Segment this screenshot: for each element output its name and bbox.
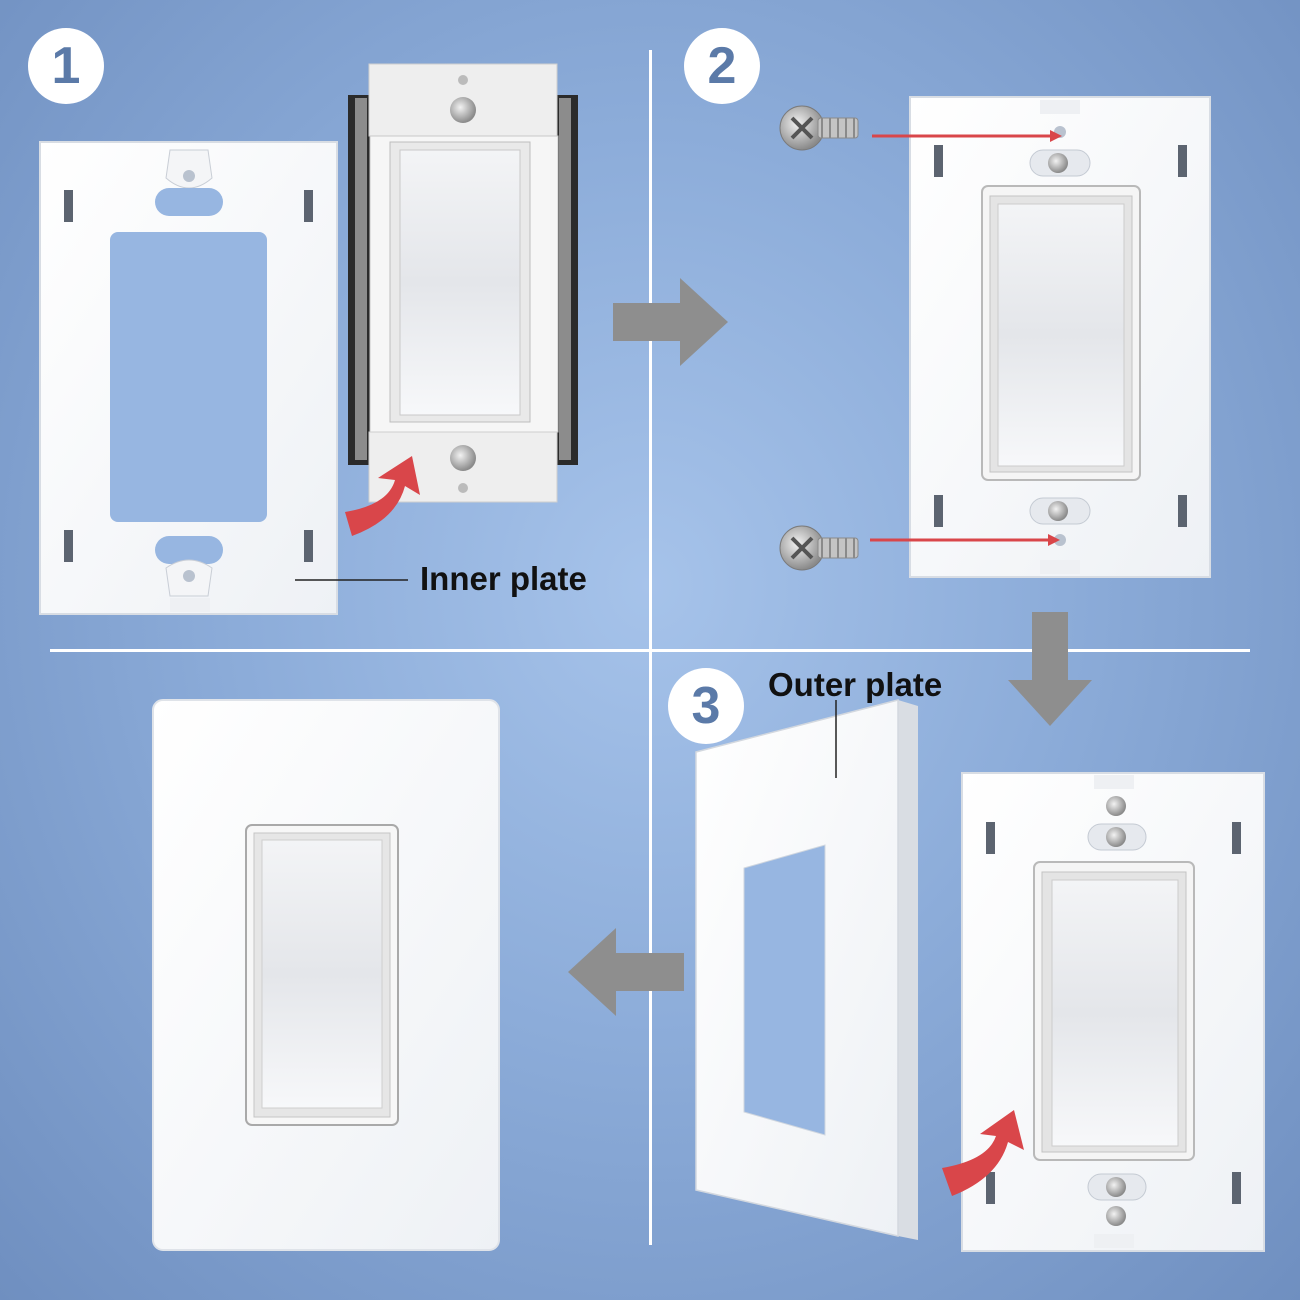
switch-device-q1 <box>348 63 578 503</box>
vertical-divider <box>649 50 652 1245</box>
screw-icon <box>779 105 859 151</box>
flow-arrow-icon <box>613 278 728 366</box>
horizontal-divider <box>50 649 1250 652</box>
outer-plate-label: Outer plate <box>768 666 943 703</box>
step-2-badge: 2 <box>684 28 760 104</box>
outer-plate-q3 <box>695 699 918 1240</box>
flow-arrow-icon <box>568 928 684 1016</box>
curved-arrow-icon <box>942 1110 1024 1196</box>
step-3-badge: 3 <box>668 668 744 744</box>
assembled-inner-plate-q2 <box>909 96 1211 578</box>
curved-arrow-icon <box>345 456 420 536</box>
finished-wall-plate <box>152 699 500 1251</box>
assembled-inner-plate-q3 <box>961 772 1265 1252</box>
screw-pointer-arrow-top <box>872 130 1062 142</box>
screw-icon <box>779 525 859 571</box>
screw-pointer-arrow-bottom <box>870 534 1060 546</box>
flow-arrow-icon <box>1008 612 1092 726</box>
inner-plate-label: Inner plate <box>420 560 587 597</box>
inner-plate-q1 <box>39 141 338 615</box>
step-1-badge: 1 <box>28 28 104 104</box>
